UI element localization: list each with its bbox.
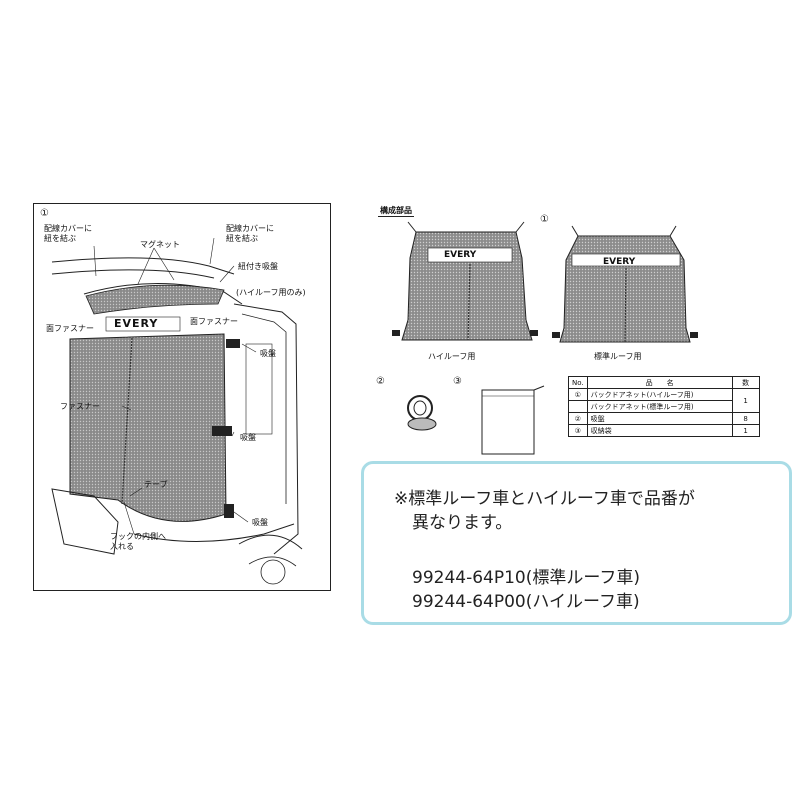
parts-title: 構成部品: [378, 206, 414, 217]
installation-diagram-frame: ①: [33, 203, 331, 591]
row-name: バックドアネット(標準ルーフ用): [586, 400, 733, 413]
header-qty: 数: [731, 376, 760, 389]
row-no: ①: [568, 388, 588, 401]
high-roof-brand: EVERY: [444, 250, 477, 260]
row-qty: 1: [731, 424, 760, 437]
table-row: バックドアネット(標準ルーフ用): [568, 400, 760, 413]
table-header-row: No. 品 名 数: [568, 376, 760, 389]
label-cover-right-2: 紐を結ぶ: [226, 234, 258, 243]
nets-drawing: [392, 221, 698, 343]
row-name: 収納袋: [586, 424, 733, 437]
label-suction-1: 吸盤: [260, 349, 276, 358]
header-no: No.: [568, 376, 588, 389]
label-surface-fastener-right: 面ファスナー: [190, 317, 238, 326]
row-no: ③: [568, 424, 588, 437]
header-name: 品 名: [586, 376, 733, 389]
label-fastener: ファスナー: [60, 402, 100, 411]
label-suction-3: 吸盤: [252, 518, 268, 527]
label-cover-right-1: 配線カバーに: [226, 224, 274, 233]
table-row: ② 吸盤 8: [568, 412, 760, 425]
label-suction-cord-1: 紐付き吸盤: [238, 262, 278, 271]
part-number-high: 99244-64P00(ハイルーフ車): [412, 592, 640, 612]
label-suction-cord-2: (ハイルーフ用のみ): [236, 288, 306, 297]
label-suction-2: 吸盤: [240, 433, 256, 442]
row-no: ②: [568, 412, 588, 425]
row-qty: 1: [731, 388, 760, 413]
high-roof-label: ハイルーフ用: [428, 352, 476, 361]
part-number-note: ※標準ルーフ車とハイルーフ車で品番が 異なります。 99244-64P10(標準…: [361, 461, 792, 625]
label-cover-left-2: 紐を結ぶ: [44, 234, 76, 243]
note-line-1: ※標準ルーフ車とハイルーフ車で品番が: [394, 489, 695, 509]
note-line-2: 異なります。: [412, 513, 513, 533]
label-surface-fastener-left: 面ファスナー: [46, 324, 94, 333]
row-qty: 8: [731, 412, 760, 425]
parts-number-2: ②: [376, 376, 385, 387]
parts-table: No. 品 名 数 ① バックドアネット(ハイルーフ用) 1 バックドアネット(…: [568, 376, 760, 437]
row-name: 吸盤: [586, 412, 733, 425]
label-hook-2: 入れる: [110, 542, 134, 551]
standard-roof-brand: EVERY: [603, 257, 636, 267]
panel-brand-logo: EVERY: [114, 317, 159, 330]
row-no: [568, 400, 588, 413]
accessories-drawing: [407, 385, 545, 455]
label-magnet: マグネット: [140, 240, 180, 249]
row-name: バックドアネット(ハイルーフ用): [586, 388, 733, 401]
part-number-standard: 99244-64P10(標準ルーフ車): [412, 568, 640, 588]
table-row: ③ 収納袋 1: [568, 424, 760, 437]
vehicle-drawing: [51, 237, 303, 585]
label-cover-left-1: 配線カバーに: [44, 224, 92, 233]
standard-roof-label: 標準ルーフ用: [594, 352, 642, 361]
diagram-number: ①: [40, 208, 49, 219]
label-hook-1: フックの内側へ: [110, 532, 166, 541]
label-tape: テープ: [144, 480, 168, 489]
table-row: ① バックドアネット(ハイルーフ用) 1: [568, 388, 760, 413]
parts-number-1: ①: [540, 214, 549, 225]
parts-number-3: ③: [453, 376, 462, 387]
